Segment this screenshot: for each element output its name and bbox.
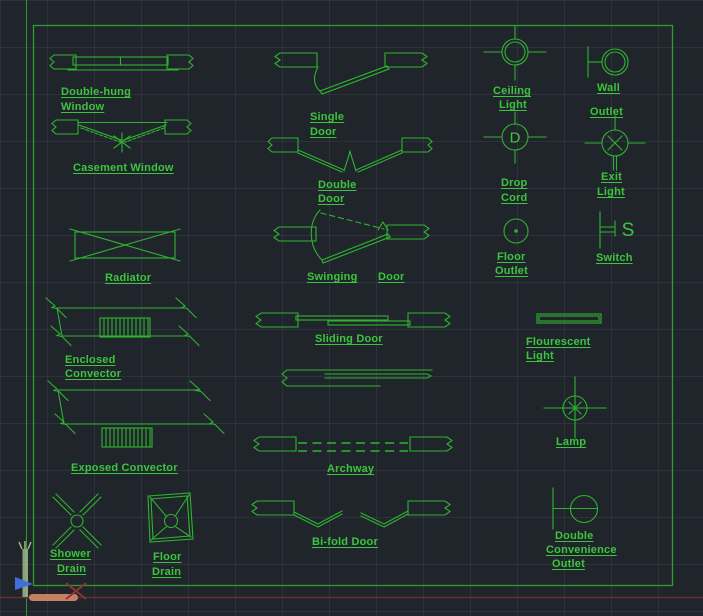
single-door-label-line1[interactable]: Single xyxy=(310,111,345,123)
double-door-label-line1[interactable]: Double xyxy=(318,179,357,191)
wall-outlet-label-line2[interactable]: Outlet xyxy=(590,106,623,118)
archway-label[interactable]: Archway xyxy=(327,463,375,475)
double-convenience-outlet-label-line3[interactable]: Outlet xyxy=(552,558,585,570)
swinging-door-label-word1[interactable]: Swinging xyxy=(307,271,358,283)
origin-cross-marker xyxy=(65,582,87,600)
svg-text:D: D xyxy=(510,130,521,147)
bifold-door-symbol[interactable] xyxy=(251,500,451,528)
drop-cord-label-line2[interactable]: Cord xyxy=(501,192,528,204)
drop-cord-symbol[interactable]: D xyxy=(483,111,547,164)
floor-drain-label-line2[interactable]: Drain xyxy=(152,566,182,578)
swinging-door-label-word2[interactable]: Door xyxy=(378,271,405,283)
flourescent-light-label-line1[interactable]: Flourescent xyxy=(526,336,591,348)
pocket-door-symbol[interactable] xyxy=(281,369,433,387)
ceiling-light-symbol[interactable] xyxy=(483,25,547,81)
wall-outlet-label-line1[interactable]: Wall xyxy=(597,82,621,94)
ceiling-light-label-line1[interactable]: Ceiling xyxy=(493,85,532,97)
shower-drain-label-line1[interactable]: Shower xyxy=(50,548,91,560)
double-hung-window-symbol[interactable] xyxy=(49,54,194,71)
double-hung-window-label-line2[interactable]: Window xyxy=(61,101,105,113)
exposed-convector-symbol[interactable] xyxy=(47,380,225,448)
double-convenience-outlet-label-line2[interactable]: Convenience xyxy=(546,544,617,556)
switch-symbol[interactable]: S xyxy=(599,211,635,249)
archway-symbol[interactable] xyxy=(253,436,453,452)
svg-text:S: S xyxy=(622,220,635,241)
flourescent-light-label-line2[interactable]: Light xyxy=(526,350,554,362)
double-door-label-line2[interactable]: Door xyxy=(318,193,345,205)
lamp-symbol[interactable] xyxy=(543,376,607,439)
floor-outlet-symbol[interactable] xyxy=(503,218,529,244)
radiator-label[interactable]: Radiator xyxy=(105,272,152,284)
drawing-border[interactable] xyxy=(25,0,674,616)
single-door-label-line2[interactable]: Door xyxy=(310,126,337,138)
enclosed-convector-symbol[interactable] xyxy=(45,297,200,347)
exit-light-symbol[interactable] xyxy=(584,115,646,171)
floor-outlet-label-line1[interactable]: Floor xyxy=(497,251,526,263)
ceiling-light-label-line2[interactable]: Light xyxy=(499,99,527,111)
radiator-symbol[interactable] xyxy=(69,228,181,262)
double-convenience-outlet-label-line1[interactable]: Double xyxy=(555,530,594,542)
casement-window-label[interactable]: Casement Window xyxy=(73,162,174,174)
exit-light-label-line1[interactable]: Exit xyxy=(601,171,622,183)
single-door-symbol[interactable] xyxy=(274,52,428,95)
switch-label[interactable]: Switch xyxy=(596,252,633,264)
floor-drain-label-line1[interactable]: Floor xyxy=(153,551,182,563)
ucs-icon xyxy=(15,541,78,601)
drop-cord-label-line1[interactable]: Drop xyxy=(501,177,528,189)
wall-outlet-symbol[interactable] xyxy=(587,46,629,78)
enclosed-convector-label-line1[interactable]: Enclosed xyxy=(65,354,116,366)
sliding-door-label[interactable]: Sliding Door xyxy=(315,333,383,345)
casement-window-symbol[interactable] xyxy=(51,119,192,153)
shower-drain-label-line2[interactable]: Drain xyxy=(57,563,87,575)
double-hung-window-label-line1[interactable]: Double-hung xyxy=(61,86,132,98)
bifold-door-label[interactable]: Bi-fold Door xyxy=(312,536,378,548)
double-door-symbol[interactable] xyxy=(267,137,433,173)
sliding-door-symbol[interactable] xyxy=(255,312,451,328)
lamp-label[interactable]: Lamp xyxy=(556,436,587,448)
swinging-door-symbol[interactable] xyxy=(273,209,430,264)
flourescent-light-symbol[interactable] xyxy=(536,313,602,324)
floor-outlet-label-line2[interactable]: Outlet xyxy=(495,265,528,277)
exposed-convector-label[interactable]: Exposed Convector xyxy=(71,462,178,474)
double-convenience-outlet-symbol[interactable] xyxy=(552,487,599,530)
floor-drain-symbol[interactable] xyxy=(147,492,194,543)
enclosed-convector-label-line2[interactable]: Convector xyxy=(65,368,122,380)
exit-light-label-line2[interactable]: Light xyxy=(597,186,625,198)
shower-drain-symbol[interactable] xyxy=(52,493,102,549)
